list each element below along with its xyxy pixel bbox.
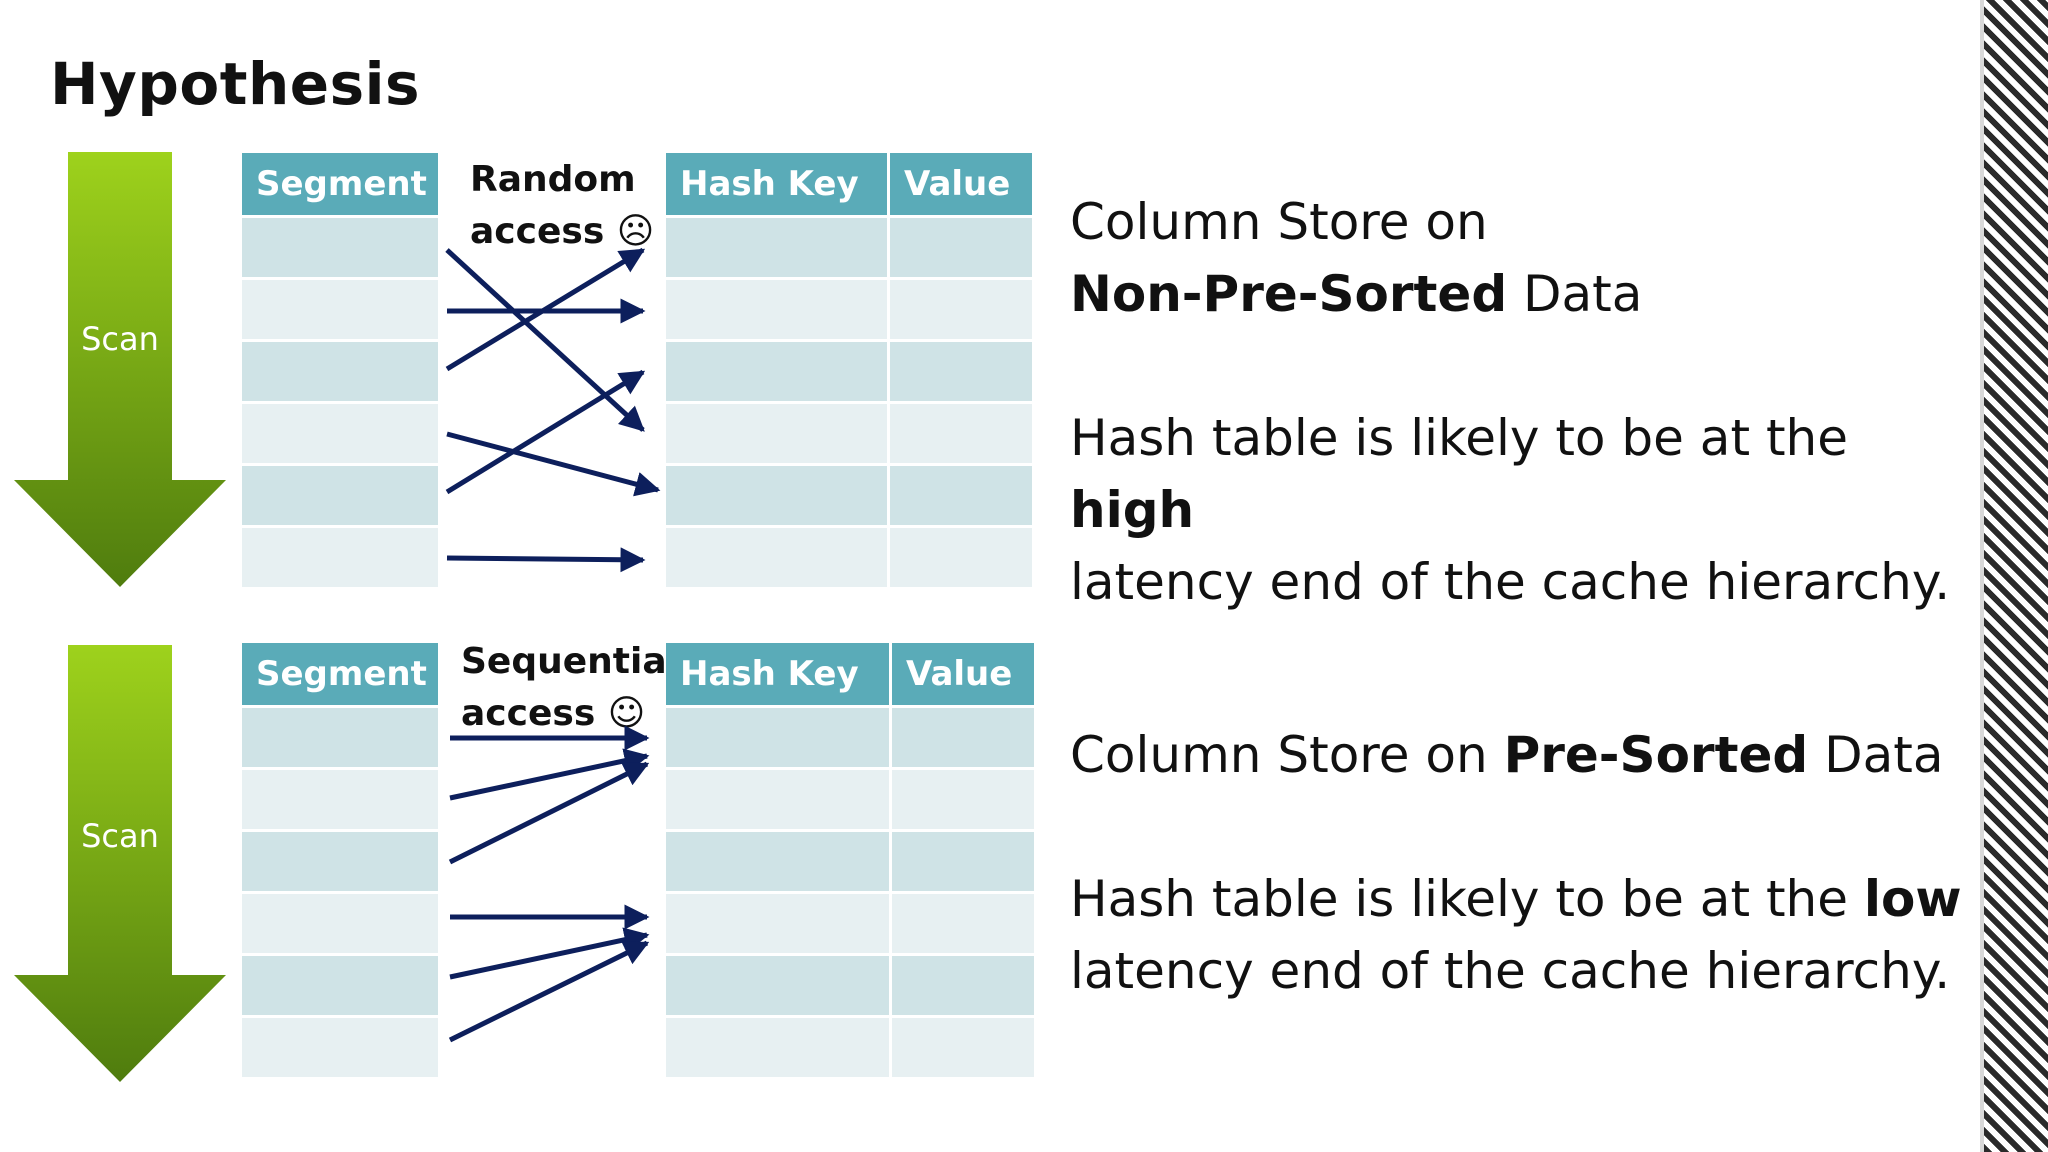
table-cell: [242, 218, 438, 277]
hash-key-header: Hash Key: [666, 643, 892, 705]
table-cell: [666, 708, 892, 767]
table-cell: [892, 894, 1034, 953]
random-arrow: [445, 247, 646, 372]
random-arrow: [446, 431, 661, 497]
hash-key-header: Hash Key: [666, 153, 890, 215]
table-cell: [892, 770, 1034, 829]
access-label-line1: Random: [470, 159, 636, 200]
scan-arrow-bottom: Scan: [14, 645, 226, 1082]
hash-table-top: Hash Key Value: [666, 153, 1032, 587]
table-cell: [666, 218, 890, 277]
description-top: Column Store on Non-Pre-Sorted Data Hash…: [1070, 186, 1980, 618]
description-line: Column Store on: [1070, 193, 1488, 251]
description-bold: Non-Pre-Sorted: [1070, 265, 1508, 323]
description-text: Hash table is likely to be at the: [1070, 870, 1864, 928]
table-cell: [666, 528, 890, 587]
table-cell: [666, 280, 890, 339]
description-line: latency end of the cache hierarchy.: [1070, 942, 1951, 1000]
scan-label-bottom: Scan: [81, 817, 159, 855]
value-header: Value: [890, 153, 1032, 215]
segment-header: Segment: [242, 643, 438, 705]
table-cell: [892, 708, 1034, 767]
table-cell: [666, 832, 892, 891]
table-cell: [666, 342, 890, 401]
table-cell: [242, 404, 438, 463]
table-cell: [890, 528, 1032, 587]
slide: Hypothesis Scan Segment Random access ☹ …: [14, 50, 1980, 1082]
table-cell: [242, 1018, 438, 1077]
table-cell: [242, 280, 438, 339]
table-cell: [892, 1018, 1034, 1077]
description-bottom: Column Store on Pre-Sorted Data Hash tab…: [1070, 719, 1962, 1007]
slide-title: Hypothesis: [50, 50, 420, 118]
random-arrow: [446, 547, 646, 573]
table-cell: [666, 404, 890, 463]
table-cell: [242, 342, 438, 401]
scan-arrow-top: Scan: [14, 152, 226, 587]
access-label-bottom: Sequential access ☺: [461, 636, 679, 740]
sequential-arrow: [449, 748, 650, 801]
segment-table-bottom: Segment: [242, 643, 438, 1077]
description-text: Hash table is likely to be at the: [1070, 409, 1849, 467]
segment-header: Segment: [242, 153, 438, 215]
table-cell: [890, 404, 1032, 463]
sad-face-icon: ☹: [616, 211, 655, 252]
table-cell: [666, 956, 892, 1015]
segment-table-top: Segment: [242, 153, 438, 587]
access-label-line2: access: [470, 211, 605, 252]
description-line: latency end of the cache hierarchy.: [1070, 553, 1951, 611]
description-bold: high: [1070, 481, 1195, 539]
description-bold: Pre-Sorted: [1503, 726, 1809, 784]
table-cell: [890, 280, 1032, 339]
random-arrow: [445, 248, 645, 432]
hash-table-bottom: Hash Key Value: [666, 643, 1034, 1077]
table-cell: [666, 466, 890, 525]
description-text: Data: [1507, 265, 1643, 323]
table-cell: [242, 832, 438, 891]
table-cell: [890, 342, 1032, 401]
down-arrow-icon: [14, 152, 226, 587]
description-bold: low: [1863, 870, 1962, 928]
table-cell: [242, 708, 438, 767]
table-cell: [892, 956, 1034, 1015]
smile-face-icon: ☺: [607, 693, 646, 734]
access-label-top: Random access ☹: [470, 154, 654, 258]
table-cell: [666, 1018, 892, 1077]
table-cell: [890, 218, 1032, 277]
table-cell: [242, 466, 438, 525]
sequential-arrow: [448, 761, 650, 865]
sequential-arrow: [449, 927, 650, 980]
value-header: Value: [892, 643, 1034, 705]
table-cell: [892, 832, 1034, 891]
table-cell: [242, 770, 438, 829]
table-cell: [242, 528, 438, 587]
table-cell: [242, 956, 438, 1015]
description-text: Column Store on: [1070, 726, 1504, 784]
sequential-arrow: [448, 940, 650, 1043]
table-cell: [242, 894, 438, 953]
random-arrow: [445, 369, 646, 495]
down-arrow-icon: [14, 645, 226, 1082]
table-cell: [666, 894, 892, 953]
decorative-border: [1980, 0, 2048, 1152]
access-label-line2: access: [461, 693, 596, 734]
scan-label-top: Scan: [81, 320, 159, 358]
table-cell: [666, 770, 892, 829]
description-text: Data: [1808, 726, 1944, 784]
access-label-line1: Sequential: [461, 641, 679, 682]
table-cell: [890, 466, 1032, 525]
